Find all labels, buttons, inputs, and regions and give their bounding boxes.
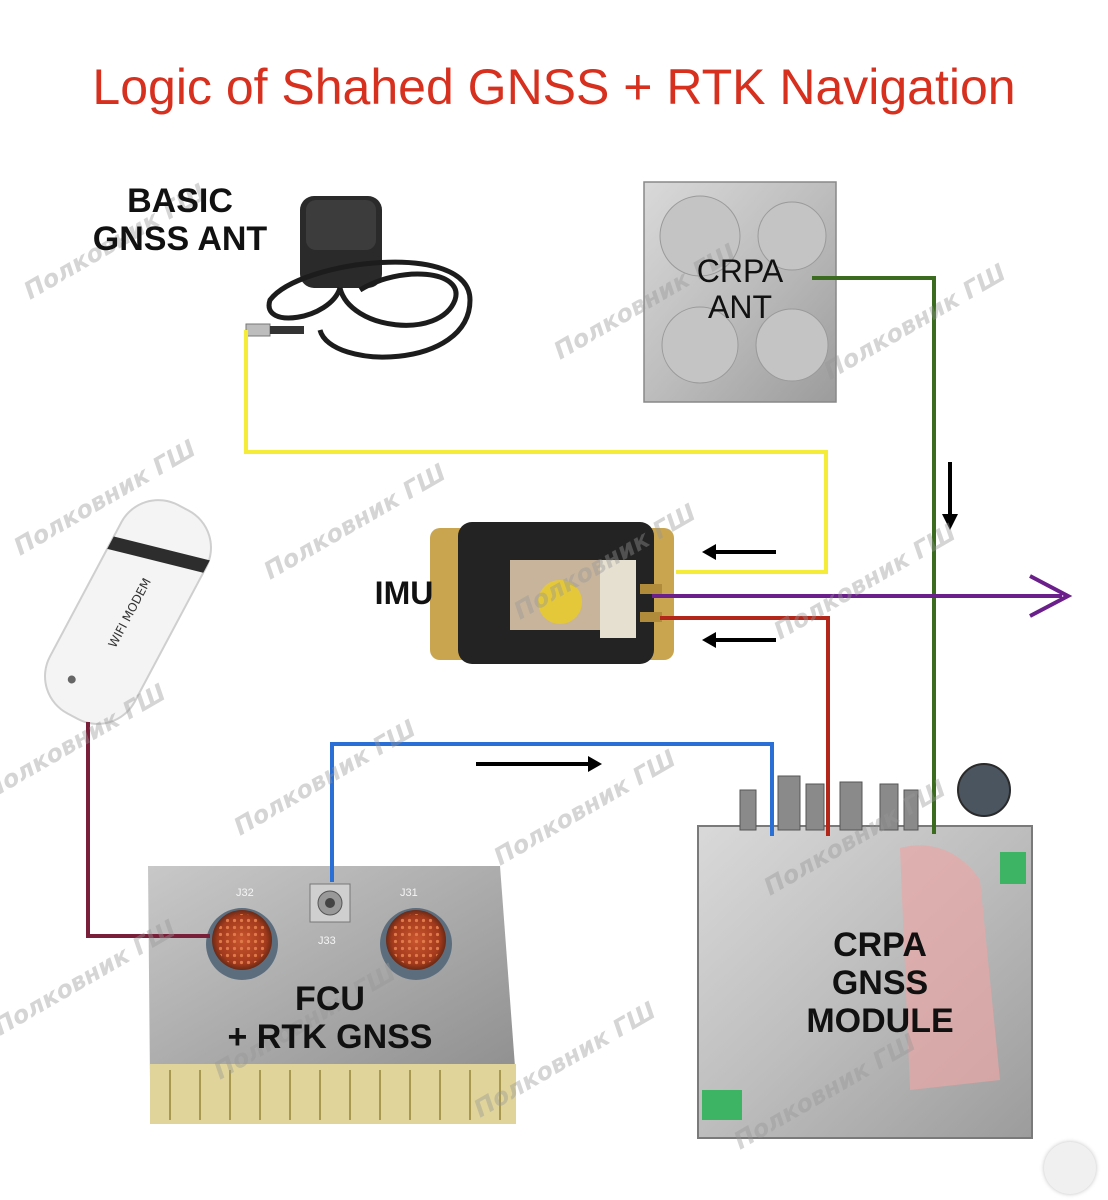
- page-title: Logic of Shahed GNSS + RTK Navigation: [92, 59, 1016, 115]
- label-j31: J31: [400, 887, 418, 899]
- wire-green: [812, 276, 936, 834]
- label-crpa-line1: CRPA: [696, 253, 784, 289]
- watermark: Полковник ГШ: [259, 458, 451, 585]
- arrow-right-purple: [1029, 574, 1073, 618]
- label-basic-line2: GNSS ANT: [92, 220, 268, 259]
- label-crpa-module: CRPA GNSS MODULE: [780, 926, 980, 1040]
- label-j32: J32: [236, 887, 254, 899]
- label-fcu-line1: FCU: [295, 980, 365, 1018]
- wire-maroon: [86, 722, 210, 938]
- imu-unit: [430, 522, 674, 664]
- label-j33: J33: [318, 935, 336, 947]
- arrow-left-yellow: [702, 544, 776, 560]
- label-basic-line1: BASIC: [127, 182, 233, 220]
- label-module-line3: MODULE: [806, 1002, 954, 1041]
- arrow-down-green: [942, 462, 958, 530]
- label-basic-gnss-ant: BASIC GNSS ANT: [70, 182, 290, 258]
- label-crpa-ant: CRPA ANT: [680, 253, 800, 326]
- label-crpa-line2: ANT: [708, 288, 772, 325]
- 4g-modem: WIFI MODEM: [44, 499, 212, 725]
- label-fcu-line2: + RTK GNSS: [227, 1018, 433, 1057]
- basic-gnss-antenna: [245, 196, 473, 360]
- wire-blue: [330, 742, 774, 882]
- arrow-left-red: [702, 632, 776, 648]
- label-module-line2: GNSS: [831, 964, 929, 1003]
- crpa-gnss-module: [697, 763, 1033, 1139]
- label-module-line1: CRPA: [833, 926, 927, 964]
- wire-yellow: [244, 330, 828, 574]
- crpa-antenna: [643, 181, 837, 403]
- reader-mode-button[interactable]: [1044, 1142, 1096, 1194]
- arrows: [476, 462, 1073, 772]
- fcu-box: [148, 866, 516, 1124]
- watermark: Полковник ГШ: [229, 714, 421, 841]
- wire-red: [660, 616, 830, 836]
- label-fcu: FCU + RTK GNSS: [180, 980, 480, 1056]
- connector-labels: J32 J31 J33: [236, 887, 418, 947]
- label-imu: IMU: [374, 575, 434, 611]
- arrow-right-blue: [476, 756, 602, 772]
- wires: [86, 276, 1062, 938]
